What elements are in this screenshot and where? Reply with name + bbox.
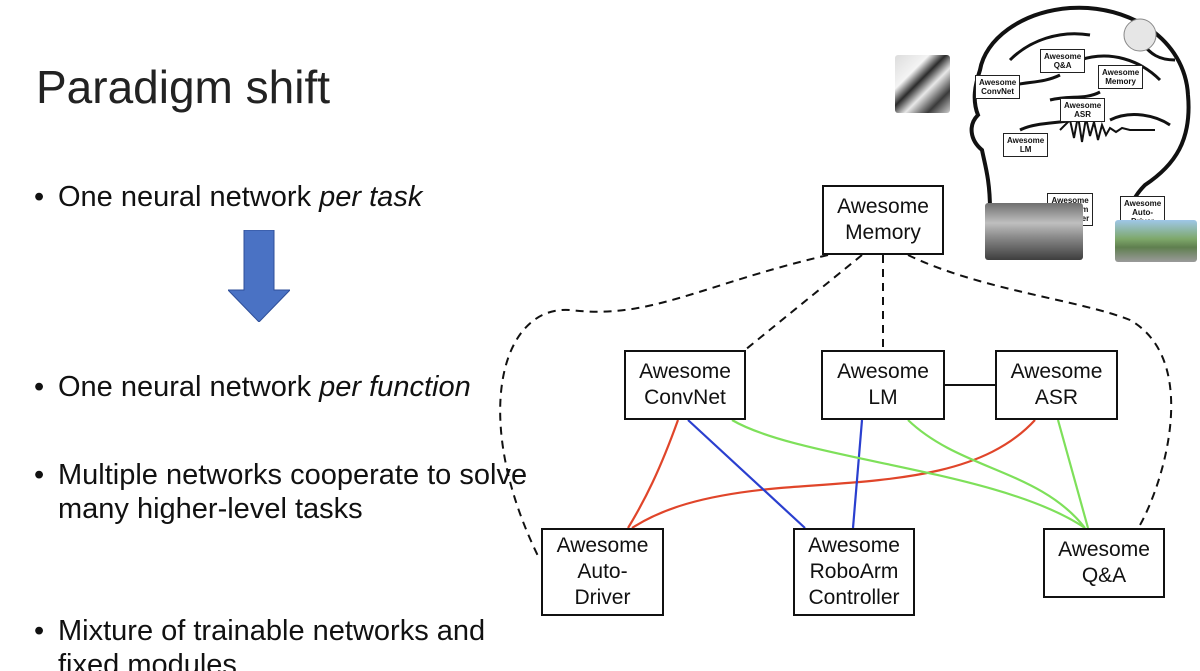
red-link-convnet-autodriver [627,419,680,529]
bullet-per-function-emphasis: per function [319,371,471,403]
green-link-asr-qa [1056,419,1090,529]
bullet-per-function: One neural network per function [34,370,554,404]
street-scene-photo [1115,220,1197,262]
dashed-link-memory-autodriver [499,254,829,561]
node-awesome-asr: Awesome ASR [995,350,1118,420]
bullet-list: One neural network per task One neural n… [34,180,554,671]
dashed-link-memory-qa [907,254,1173,526]
red-link-asr-autodriver [631,419,1036,529]
dashed-link-memory-convnet [744,254,863,351]
bullet-cooperate: Multiple networks cooperate to solve man… [34,458,538,526]
down-arrow-icon [228,230,290,322]
mini-label-asr: Awesome ASR [1060,98,1106,122]
green-link-lm-qa [907,419,1086,529]
mini-label-qa: Awesome Q&A [1040,49,1086,73]
blue-link-convnet-roboarm [687,419,806,529]
bullet-per-task-text: One neural network [58,181,320,213]
slide-title: Paradigm shift [36,61,331,113]
node-awesome-memory: Awesome Memory [822,185,944,255]
blue-link-lm-roboarm [851,419,864,529]
bullet-per-function-text: One neural network [58,371,320,403]
node-awesome-lm: Awesome LM [821,350,945,420]
node-awesome-auto-driver: Awesome Auto- Driver [541,528,664,616]
green-link-convnet-qa [731,419,1086,529]
panda-photo [895,55,950,113]
wikipedia-globe-icon [1123,18,1157,52]
mini-label-memory: Awesome Memory [1098,65,1144,89]
bullet-mixture: Mixture of trainable networks and fixed … [34,614,538,671]
node-awesome-roboarm-controller: Awesome RoboArm Controller [793,528,915,616]
mini-label-lm: Awesome LM [1003,133,1049,157]
bullet-per-task-emphasis: per task [319,181,423,213]
bullet-per-task: One neural network per task [34,180,554,214]
brain-head-illustration [969,5,1191,216]
node-awesome-convnet: Awesome ConvNet [624,350,746,420]
robot-arms-photo [985,203,1083,260]
node-awesome-qa: Awesome Q&A [1043,528,1165,598]
mini-label-convnet: Awesome ConvNet [975,75,1021,99]
